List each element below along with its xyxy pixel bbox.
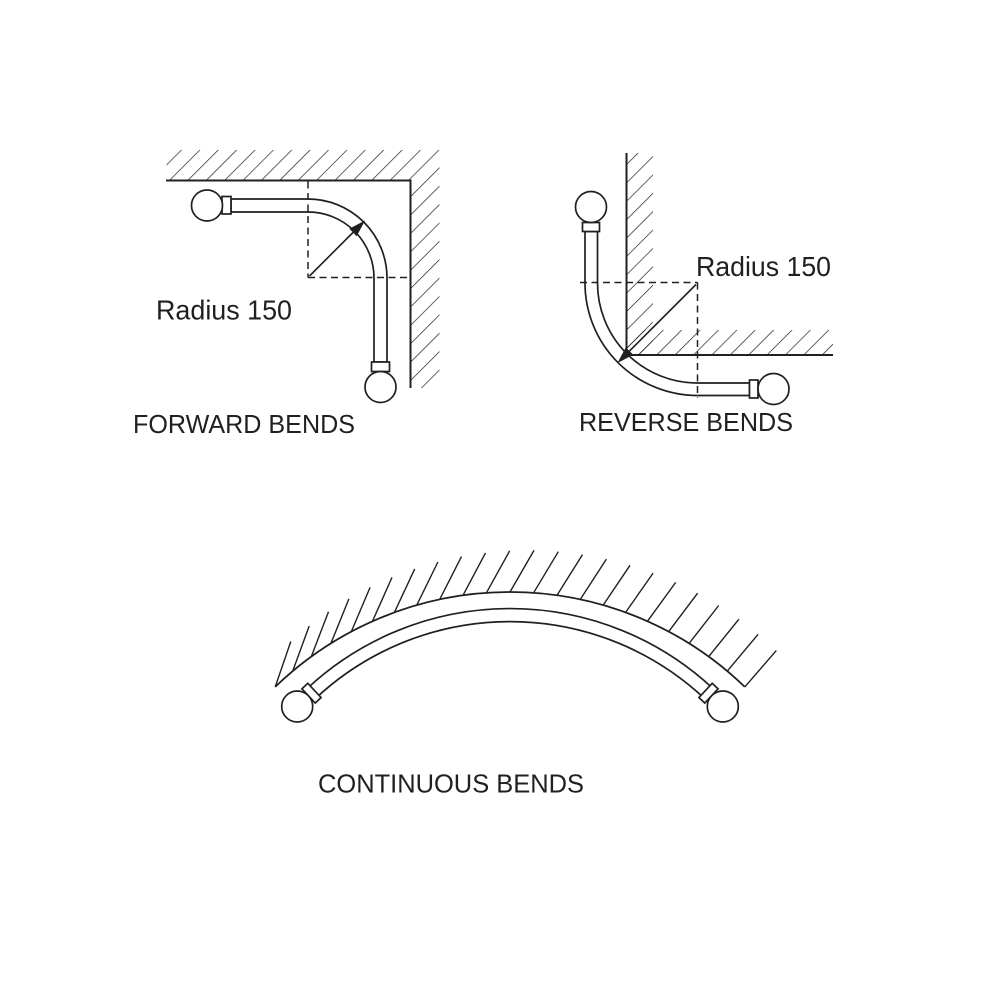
wall-hatching-floor <box>626 330 833 355</box>
hatch-line <box>556 554 584 596</box>
radius-arrow-head-icon <box>349 220 365 237</box>
radius-center-dashed-lines <box>580 281 699 398</box>
ball-end-icon <box>364 370 397 404</box>
hatch-line <box>602 564 631 606</box>
hatch-line <box>744 650 777 688</box>
hatch-line <box>393 568 416 613</box>
handrail-tube <box>305 607 715 700</box>
hatch-line <box>274 641 292 688</box>
handrail-tube <box>230 198 388 363</box>
hatch-line <box>310 611 330 657</box>
ball-end-icon <box>757 372 790 406</box>
wall-hatching-side <box>626 153 653 355</box>
wall-hatching-arc <box>274 550 777 688</box>
wall-hatching-right <box>410 150 440 388</box>
radius-dimension-label: Radius 150 <box>156 295 292 326</box>
hatch-line <box>509 550 535 593</box>
radius-center-dashed-lines <box>307 181 410 279</box>
hatch-line <box>625 572 654 613</box>
hatch-line <box>371 577 393 622</box>
ball-end-icon <box>706 690 740 723</box>
end-fitting-collar <box>221 195 232 215</box>
hatch-line <box>532 551 559 594</box>
end-fitting-collar <box>748 379 759 399</box>
wall-corner-outline <box>166 179 412 388</box>
end-fitting-collar <box>581 221 601 233</box>
hatch-line <box>350 587 371 632</box>
wall-hatching-top <box>166 150 411 181</box>
radius-arrow-shaft <box>628 283 697 352</box>
figure-title: REVERSE BENDS <box>579 407 793 437</box>
hatch-line <box>688 605 720 644</box>
radius-arrow-head-icon <box>617 347 634 363</box>
forward-bends-figure: Radius 150 FORWARD BENDS <box>133 150 440 439</box>
hatch-line <box>726 633 759 672</box>
hatch-line <box>416 561 439 606</box>
continuous-bends-figure: CONTINUOUS BENDS <box>274 550 777 799</box>
hatch-line <box>292 625 310 672</box>
radius-arrow-shaft <box>308 231 355 277</box>
hatch-line <box>668 592 699 633</box>
hatch-line <box>439 556 463 600</box>
hatch-line <box>646 581 677 622</box>
hatch-line <box>462 552 487 596</box>
hatch-line <box>579 558 607 600</box>
figure-title: CONTINUOUS BENDS <box>318 769 584 799</box>
reverse-bends-figure: Radius 150 REVERSE BENDS <box>574 153 833 437</box>
hatch-line <box>330 598 350 644</box>
ball-end-icon <box>574 190 608 224</box>
ball-end-icon <box>280 690 314 723</box>
curved-wall-outline <box>274 591 746 688</box>
hatch-line <box>708 618 740 658</box>
figure-title: FORWARD BENDS <box>133 409 355 439</box>
end-fitting-collar <box>370 361 391 373</box>
hatch-line <box>485 550 511 594</box>
radius-dimension-label: Radius 150 <box>696 251 831 282</box>
ball-end-icon <box>190 189 224 222</box>
